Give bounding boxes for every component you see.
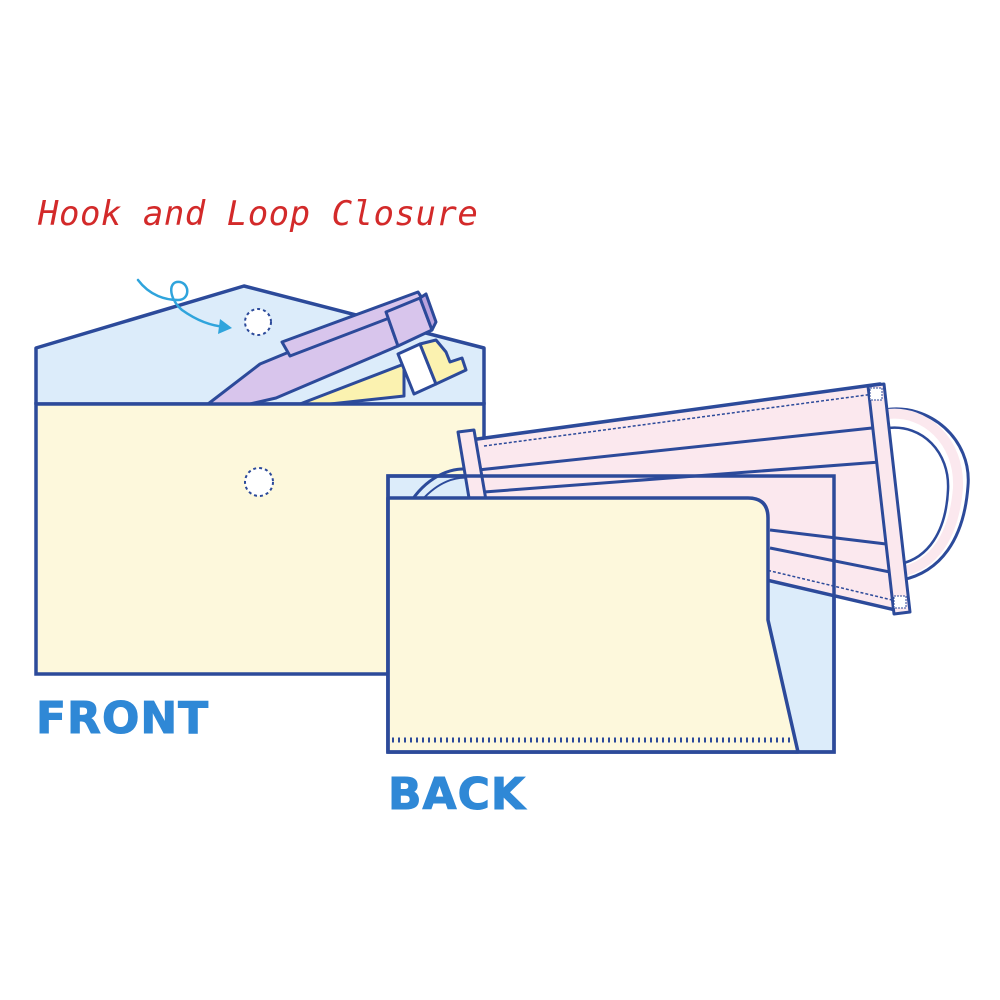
- back-pouch: [386, 382, 970, 754]
- pointer-arrow-icon: [136, 278, 232, 334]
- back-pocket: [386, 496, 800, 754]
- closure-annotation: Hook and Loop Closure: [38, 194, 479, 234]
- back-label: BACK: [388, 769, 526, 821]
- front-label: FRONT: [35, 693, 210, 745]
- front-flap: [34, 284, 486, 406]
- closure-dot-icon: [244, 467, 274, 497]
- closure-dot-icon: [244, 308, 272, 336]
- pen-icon: [206, 290, 438, 406]
